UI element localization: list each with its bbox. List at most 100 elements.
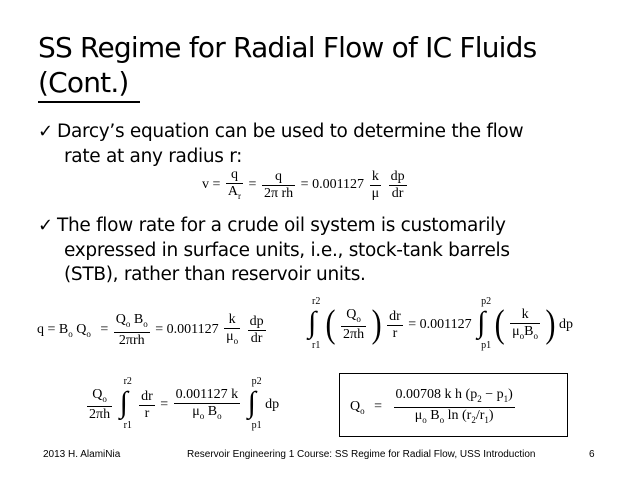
denominator-text: ) <box>488 407 494 423</box>
slide-title: SS Regime for Radial Flow of IC Fluids (… <box>38 30 598 100</box>
denominator-text: μ <box>512 323 520 339</box>
numerator: Qo Bo <box>113 312 150 333</box>
fraction: dp dr <box>388 168 407 202</box>
fraction: 0.001127 k μo Bo <box>173 386 241 424</box>
title-underline <box>38 101 140 103</box>
bullet-text: (STB), rather than reservoir units. <box>64 264 366 285</box>
denominator: μoBo <box>510 324 540 344</box>
equation-result: Qo = 0.00708 k h (p2 − p1) μo Bo ln (r2/… <box>350 387 517 428</box>
equation-darcy: v = q Ar = q 2π rh = 0.001127 k μ dp dr <box>202 167 409 204</box>
integral-upper-limit: p2 <box>251 376 262 387</box>
equation-text: q = Bo Qo <box>37 322 91 339</box>
equation-text: Q <box>350 398 361 414</box>
integral-symbol: ∫ <box>119 386 128 419</box>
fraction: k μ <box>369 169 382 202</box>
denominator: r <box>392 325 398 341</box>
denominator: 2πh <box>343 327 365 343</box>
bullet-darcy: ✓ Darcy’s equation can be used to determ… <box>38 120 608 169</box>
denominator-text: B <box>524 323 534 339</box>
denominator: r <box>144 405 150 421</box>
integral-upper-limit: r2 <box>123 376 132 387</box>
fraction: dr r <box>139 389 155 422</box>
numerator: Qo <box>87 387 113 408</box>
integral-upper-limit: r2 <box>312 296 321 307</box>
denominator-text: μ <box>192 403 200 419</box>
subscript: r <box>238 190 242 201</box>
integral-sign: p2 ∫ p1 <box>475 296 492 351</box>
fraction: dp dr <box>247 313 266 347</box>
checkmark-icon: ✓ <box>38 215 53 236</box>
integral-lower-limit: r1 <box>312 340 321 351</box>
denominator: 2πrh <box>118 332 145 348</box>
denominator: dr <box>391 185 404 201</box>
numerator-text: 0.00708 k h (p <box>395 387 478 402</box>
coefficient: = 0.001127 <box>155 322 219 338</box>
equation-surface-units: q = Bo Qo = Qo Bo 2πrh = 0.001127 k μo d… <box>37 312 268 349</box>
subscript: o <box>533 330 539 341</box>
denominator: dr <box>250 330 263 346</box>
right-paren: ) <box>545 302 556 346</box>
subscript: o <box>439 414 445 425</box>
integral-lower-limit: p1 <box>481 340 492 351</box>
equation-text: q = B <box>37 322 69 337</box>
subscript: o <box>125 318 131 329</box>
subscript: 2 <box>477 393 482 404</box>
integral-symbol: ∫ <box>247 386 256 419</box>
denominator: μo Bo ln (r2/r1) <box>394 408 515 428</box>
equals-sign: = <box>374 399 383 415</box>
equation-integral: r2 ∫ r1 ( Qo 2πh ) dr r = 0.001127 p2 ∫ … <box>306 296 573 351</box>
fraction: Qo 2πh <box>87 387 113 424</box>
integral-lower-limit: r1 <box>123 420 132 431</box>
numerator: k <box>369 169 382 186</box>
footer-course: Reservoir Engineering 1 Course: SS Regim… <box>187 449 536 460</box>
subscript: o <box>143 318 148 329</box>
integral-sign: p2 ∫ p1 <box>246 376 262 431</box>
denominator: μo Bo <box>174 404 240 424</box>
coefficient: = 0.001127 <box>408 317 472 332</box>
fraction: k μoBo <box>510 307 540 344</box>
numerator: q <box>261 169 296 186</box>
boxed-result: Qo = 0.00708 k h (p2 − p1) μo Bo ln (r2/… <box>339 373 568 437</box>
numerator-text: Q <box>115 312 126 327</box>
numerator: dp <box>247 313 266 331</box>
integral-sign: r2 ∫ r1 <box>306 296 322 351</box>
subscript: o <box>86 328 91 339</box>
page-number: 6 <box>589 449 595 460</box>
bullet-flow-rate: ✓ The flow rate for a crude oil system i… <box>38 214 608 288</box>
numerator: 0.001127 k <box>173 386 241 404</box>
subscript: o <box>233 335 239 346</box>
integral-upper-limit: p2 <box>481 296 492 307</box>
denominator-text: B <box>426 407 440 423</box>
equation-text: Q <box>76 322 87 337</box>
numerator: dp <box>388 168 407 186</box>
numerator: dr <box>387 308 403 326</box>
differential: dp <box>559 317 573 332</box>
fraction: Qo 2πh <box>341 307 367 344</box>
bullet-text: rate at any radius r: <box>64 145 243 167</box>
checkmark-icon: ✓ <box>38 121 53 142</box>
denominator-text: μ <box>226 329 234 344</box>
denominator-text: A <box>227 184 239 199</box>
footer-author: 2013 H. AlamiNia <box>43 449 121 460</box>
denominator: Ar <box>226 184 243 204</box>
numerator: k <box>224 312 241 329</box>
slide-title-line2: (Cont.) <box>38 66 129 99</box>
integral-symbol: ∫ <box>308 306 317 339</box>
left-paren: ( <box>494 302 505 346</box>
integral-symbol: ∫ <box>477 306 486 339</box>
fraction: k μo <box>224 312 241 349</box>
right-paren: ) <box>371 302 382 346</box>
subscript: 1 <box>484 414 489 425</box>
left-paren: ( <box>325 302 336 346</box>
slide-title-line1: SS Regime for Radial Flow of IC Fluids <box>38 31 537 64</box>
differential: dp <box>265 397 280 412</box>
numerator-text: − p <box>481 387 504 402</box>
equation-separated: Qo 2πh r2 ∫ r1 dr r = 0.001127 k μo Bo p… <box>85 376 280 431</box>
denominator: μ <box>371 185 380 201</box>
denominator-text: μ <box>414 407 423 423</box>
bullet-text: Darcy’s equation can be used to determin… <box>57 121 524 142</box>
subscript: o <box>199 410 205 421</box>
denominator: 2π rh <box>263 185 294 201</box>
bullet-text: expressed in surface units, i.e., stock-… <box>64 239 510 261</box>
